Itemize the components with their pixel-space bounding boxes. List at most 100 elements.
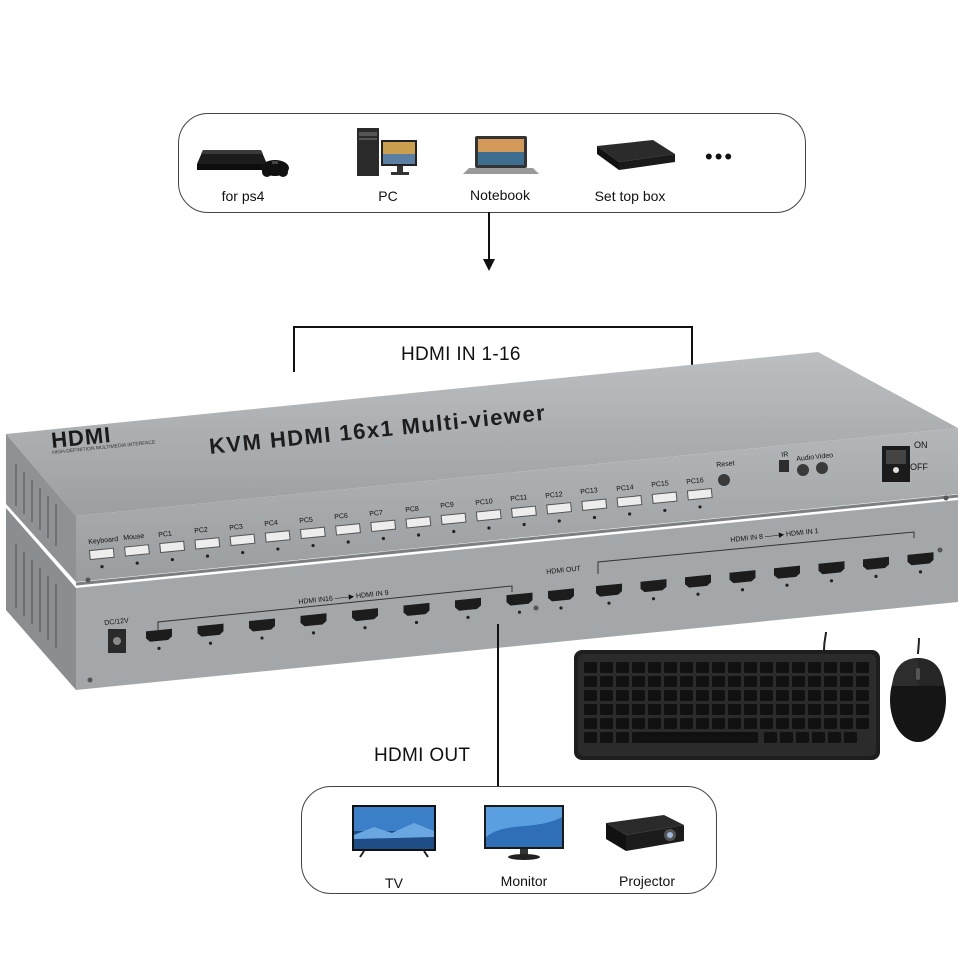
keyboard-key: [808, 704, 821, 715]
port-indicator-led: [874, 574, 878, 578]
usb-port[interactable]: [510, 505, 537, 519]
output-device-label: Projector: [618, 873, 676, 889]
source-device-notebook: Notebook: [455, 124, 545, 208]
keyboard-key: [600, 704, 613, 715]
hdmi-port[interactable]: [197, 623, 224, 637]
hdmi-port[interactable]: [548, 588, 574, 602]
keyboard-key: [680, 704, 693, 715]
usb-port[interactable]: [159, 540, 186, 554]
port-indicator-led: [592, 515, 597, 520]
mouse-icon: [890, 637, 946, 742]
keyboard-key: [712, 662, 725, 673]
port-indicator-led: [522, 522, 526, 527]
source-device-ps4: for ps4: [193, 124, 293, 208]
keyboard-key: [728, 676, 741, 687]
hdmi-port[interactable]: [818, 561, 845, 575]
keyboard-key: [584, 704, 597, 715]
keyboard-key: [616, 662, 629, 673]
keyboard-key: [648, 690, 661, 701]
keyboard-key: [632, 676, 645, 687]
keyboard-key: [796, 732, 809, 743]
usb-port[interactable]: [405, 516, 432, 529]
keyboard-key: [600, 676, 613, 687]
hdmi-port[interactable]: [774, 565, 800, 579]
hdmi-port[interactable]: [249, 618, 275, 632]
keyboard-key: [744, 676, 757, 687]
keyboard-key: [632, 690, 645, 701]
hdmi-port[interactable]: [352, 608, 378, 622]
usb-port[interactable]: [440, 512, 467, 526]
audio-button[interactable]: [797, 464, 809, 476]
usb-port[interactable]: [299, 526, 326, 540]
keyboard-key: [584, 718, 597, 729]
usb-port[interactable]: [229, 533, 256, 547]
usb-port[interactable]: [616, 495, 643, 508]
usb-port[interactable]: [370, 519, 397, 533]
source-connector-line: [488, 212, 490, 262]
keyboard-key: [616, 732, 629, 743]
port-indicator-led: [698, 505, 702, 509]
front-port-label: PC3: [228, 523, 243, 532]
keyboard-key: [600, 718, 613, 729]
keyboard-key: [840, 662, 853, 673]
usb-port[interactable]: [335, 523, 361, 536]
usb-port[interactable]: [686, 488, 713, 501]
hdmi-port[interactable]: [506, 592, 533, 606]
port-indicator-led: [260, 636, 264, 640]
keyboard-key: [664, 704, 677, 715]
port-indicator-led: [663, 508, 667, 513]
hdmi-port[interactable]: [455, 597, 481, 611]
reset-button[interactable]: [718, 474, 730, 486]
front-port-label: PC6: [334, 512, 349, 521]
keyboard-key: [792, 690, 805, 701]
port-indicator-led: [414, 620, 419, 625]
hdmi-port[interactable]: [729, 570, 756, 584]
hdmi-port[interactable]: [685, 574, 711, 588]
source-device-label: Set top box: [594, 188, 666, 204]
desktop-pc-icon: [357, 128, 417, 176]
keyboard-key: [712, 704, 725, 715]
power-off-label: OFF: [910, 462, 928, 472]
keyboard-key: [648, 718, 661, 729]
source-device-set-top-box: Set top box: [571, 124, 689, 208]
keyboard-key: [776, 690, 789, 701]
keyboard-key: [840, 718, 853, 729]
keyboard-key: [856, 718, 869, 729]
port-indicator-led: [559, 606, 563, 610]
usb-port[interactable]: [124, 544, 150, 557]
keyboard-key: [856, 662, 869, 673]
keyboard-key: [616, 704, 629, 715]
game-console-icon: [197, 150, 289, 177]
usb-port[interactable]: [264, 530, 291, 543]
usb-port[interactable]: [475, 509, 502, 522]
usb-port[interactable]: [546, 502, 573, 515]
keyboard-key: [632, 718, 645, 729]
keyboard-key: [616, 718, 629, 729]
usb-port[interactable]: [581, 498, 608, 511]
keyboard-key: [696, 676, 709, 687]
keyboard-key: [824, 718, 837, 729]
port-indicator-led: [208, 641, 213, 645]
hdmi-port[interactable]: [146, 628, 172, 642]
hdmi-port[interactable]: [300, 613, 327, 627]
rear-hdmi-ports: [146, 552, 934, 650]
usb-port[interactable]: [194, 537, 221, 550]
port-indicator-led: [381, 536, 386, 541]
keyboard-key: [584, 676, 597, 687]
keyboard-key: [776, 704, 789, 715]
video-button[interactable]: [816, 462, 828, 474]
keyboard-key: [728, 704, 741, 715]
front-port-label: PC5: [299, 516, 314, 525]
usb-port[interactable]: [88, 547, 115, 561]
output-connector-line: [497, 624, 499, 786]
hdmi-port[interactable]: [863, 556, 889, 570]
hdmi-port[interactable]: [907, 552, 934, 566]
hdmi-port[interactable]: [596, 583, 622, 597]
usb-port[interactable]: [651, 491, 678, 504]
hdmi-port[interactable]: [403, 602, 430, 616]
port-indicator-led: [416, 533, 421, 537]
keyboard-key: [648, 676, 661, 687]
hdmi-port[interactable]: [640, 579, 667, 593]
output-device-label: TV: [385, 875, 403, 891]
keyboard-icon: [574, 632, 880, 760]
